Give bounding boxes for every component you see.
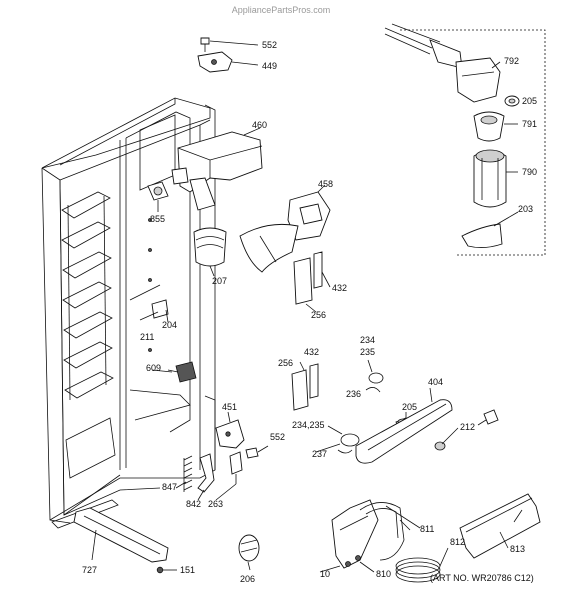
label-211: 211 bbox=[140, 332, 154, 342]
label-207: 207 bbox=[212, 276, 227, 286]
label-237: 237 bbox=[312, 449, 327, 459]
label-205-middle: 205 bbox=[402, 402, 417, 412]
label-203: 203 bbox=[518, 204, 533, 214]
label-235: 235 bbox=[360, 347, 375, 357]
label-811: 811 bbox=[420, 524, 434, 534]
label-151: 151 bbox=[180, 565, 195, 575]
part-855-switch bbox=[147, 181, 169, 212]
part-207-panel bbox=[193, 227, 227, 277]
label-552-lower: 552 bbox=[270, 432, 285, 442]
part-404-tray bbox=[355, 387, 453, 464]
label-205-top: 205 bbox=[522, 96, 537, 106]
label-727: 727 bbox=[82, 565, 97, 575]
label-609: 609 bbox=[146, 363, 161, 373]
part-458-funnel bbox=[239, 184, 331, 273]
label-792: 792 bbox=[504, 56, 519, 66]
part-212-cap bbox=[477, 409, 499, 426]
label-847: 847 bbox=[162, 482, 177, 492]
part-237-spring bbox=[337, 433, 360, 454]
label-810: 810 bbox=[376, 569, 391, 579]
part-263-fitting bbox=[229, 451, 243, 484]
part-792-filter-head bbox=[384, 23, 501, 103]
label-234-235: 234,235 bbox=[292, 420, 325, 430]
part-842-lever bbox=[197, 453, 215, 493]
part-552-screw bbox=[200, 37, 259, 52]
part-203-filter-cover bbox=[461, 211, 519, 249]
label-449: 449 bbox=[262, 61, 277, 71]
part-205-cap-upper bbox=[504, 95, 520, 107]
label-10: 10 bbox=[320, 569, 330, 579]
part-552-screw-lower bbox=[245, 445, 269, 459]
label-790: 790 bbox=[522, 167, 537, 177]
part-812-tubing-coil bbox=[395, 547, 449, 583]
part-791-filter-top bbox=[473, 111, 518, 142]
leader-lines bbox=[151, 369, 509, 573]
part-609-switch bbox=[167, 361, 197, 383]
label-460: 460 bbox=[252, 120, 267, 130]
callout-labels: 552 449 792 205 791 460 790 458 855 203 … bbox=[82, 40, 537, 584]
part-810-valve bbox=[331, 499, 379, 569]
part-811-tubing bbox=[359, 502, 421, 561]
label-813: 813 bbox=[510, 544, 525, 554]
label-263: 263 bbox=[208, 499, 223, 509]
label-432-upper: 432 bbox=[332, 283, 347, 293]
label-204: 204 bbox=[162, 320, 177, 330]
art-number: (ART NO. WR20786 C12) bbox=[430, 573, 534, 583]
part-206-disc bbox=[238, 534, 260, 571]
label-212: 212 bbox=[460, 422, 475, 432]
part-790-filter-cartridge bbox=[473, 149, 518, 208]
part-813-cover bbox=[459, 493, 541, 559]
label-458: 458 bbox=[318, 179, 333, 189]
label-236: 236 bbox=[346, 389, 361, 399]
part-451-bracket bbox=[215, 411, 245, 449]
filter-group-boundary bbox=[400, 29, 546, 256]
refrigerator-cabinet bbox=[41, 97, 216, 529]
part-234-spring bbox=[365, 359, 384, 393]
part-460-housing bbox=[171, 127, 263, 211]
label-206: 206 bbox=[240, 574, 255, 584]
part-727-grille bbox=[73, 507, 169, 563]
part-847-spring bbox=[183, 455, 193, 492]
label-855: 855 bbox=[150, 214, 165, 224]
part-151-screw bbox=[156, 566, 177, 574]
part-432-gasket-upper bbox=[293, 251, 331, 313]
label-234: 234 bbox=[360, 335, 375, 345]
watermark: AppliancePartsPros.com bbox=[232, 5, 331, 15]
label-552-top: 552 bbox=[262, 40, 277, 50]
label-812: 812 bbox=[450, 537, 465, 547]
part-204-actuator bbox=[139, 299, 169, 323]
label-256-lower: 256 bbox=[278, 358, 293, 368]
part-449-hinge bbox=[197, 51, 259, 73]
label-451: 451 bbox=[222, 402, 237, 412]
part-432-gasket-lower bbox=[291, 361, 319, 411]
label-404: 404 bbox=[428, 377, 443, 387]
label-842: 842 bbox=[186, 499, 201, 509]
label-256-upper: 256 bbox=[311, 310, 326, 320]
label-791: 791 bbox=[522, 119, 537, 129]
label-432-lower: 432 bbox=[304, 347, 319, 357]
